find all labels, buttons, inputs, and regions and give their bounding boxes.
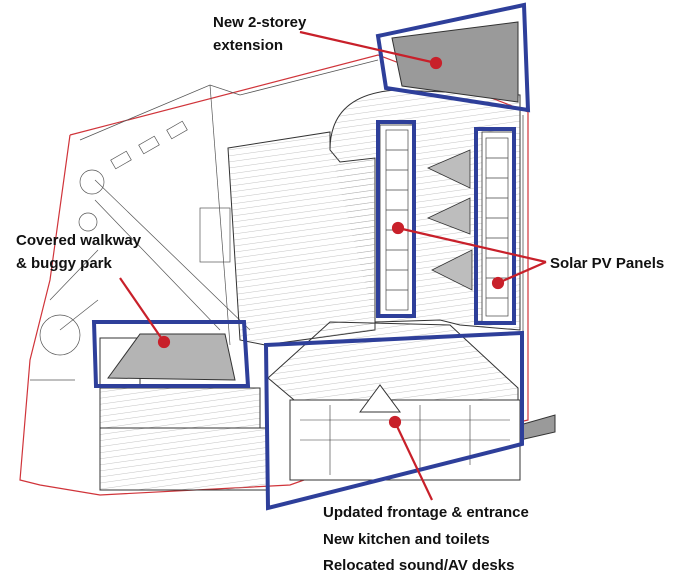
site-boundary-inner [79, 59, 379, 141]
highlight-outlines [91, 2, 531, 511]
frontage-label-line3: Relocated sound/AV desks [323, 557, 514, 574]
solar-left-callout-dot [391, 221, 405, 235]
walkway-highlight [91, 320, 251, 388]
walkway-footprint [107, 333, 236, 381]
pv-panels-left [385, 129, 409, 311]
extension-label-line2: extension [213, 37, 283, 54]
frontage-highlight [263, 330, 524, 511]
extension-callout-dot [429, 56, 443, 70]
frontage-label-line1: Updated frontage & entrance [323, 504, 529, 521]
frontage-callout-dot [388, 415, 402, 429]
walkway-label-line1: Covered walkway [16, 232, 142, 249]
extension-footprint [391, 21, 519, 103]
solar-right-callout-dot [491, 276, 505, 290]
landscape [30, 84, 251, 381]
walkway-callout-dot [157, 335, 171, 349]
frontage-label-line2: New kitchen and toilets [323, 531, 490, 548]
extension-label-line1: New 2-storey [213, 14, 307, 31]
callouts [119, 30, 547, 501]
extension-highlight [375, 2, 531, 113]
solar-left-highlight [376, 120, 416, 318]
solar-label: Solar PV Panels [550, 255, 664, 272]
rooflights [426, 149, 473, 291]
solar-right-highlight [474, 127, 516, 325]
pv-panels-right [485, 137, 509, 317]
walkway-label-line2: & buggy park [16, 255, 113, 272]
